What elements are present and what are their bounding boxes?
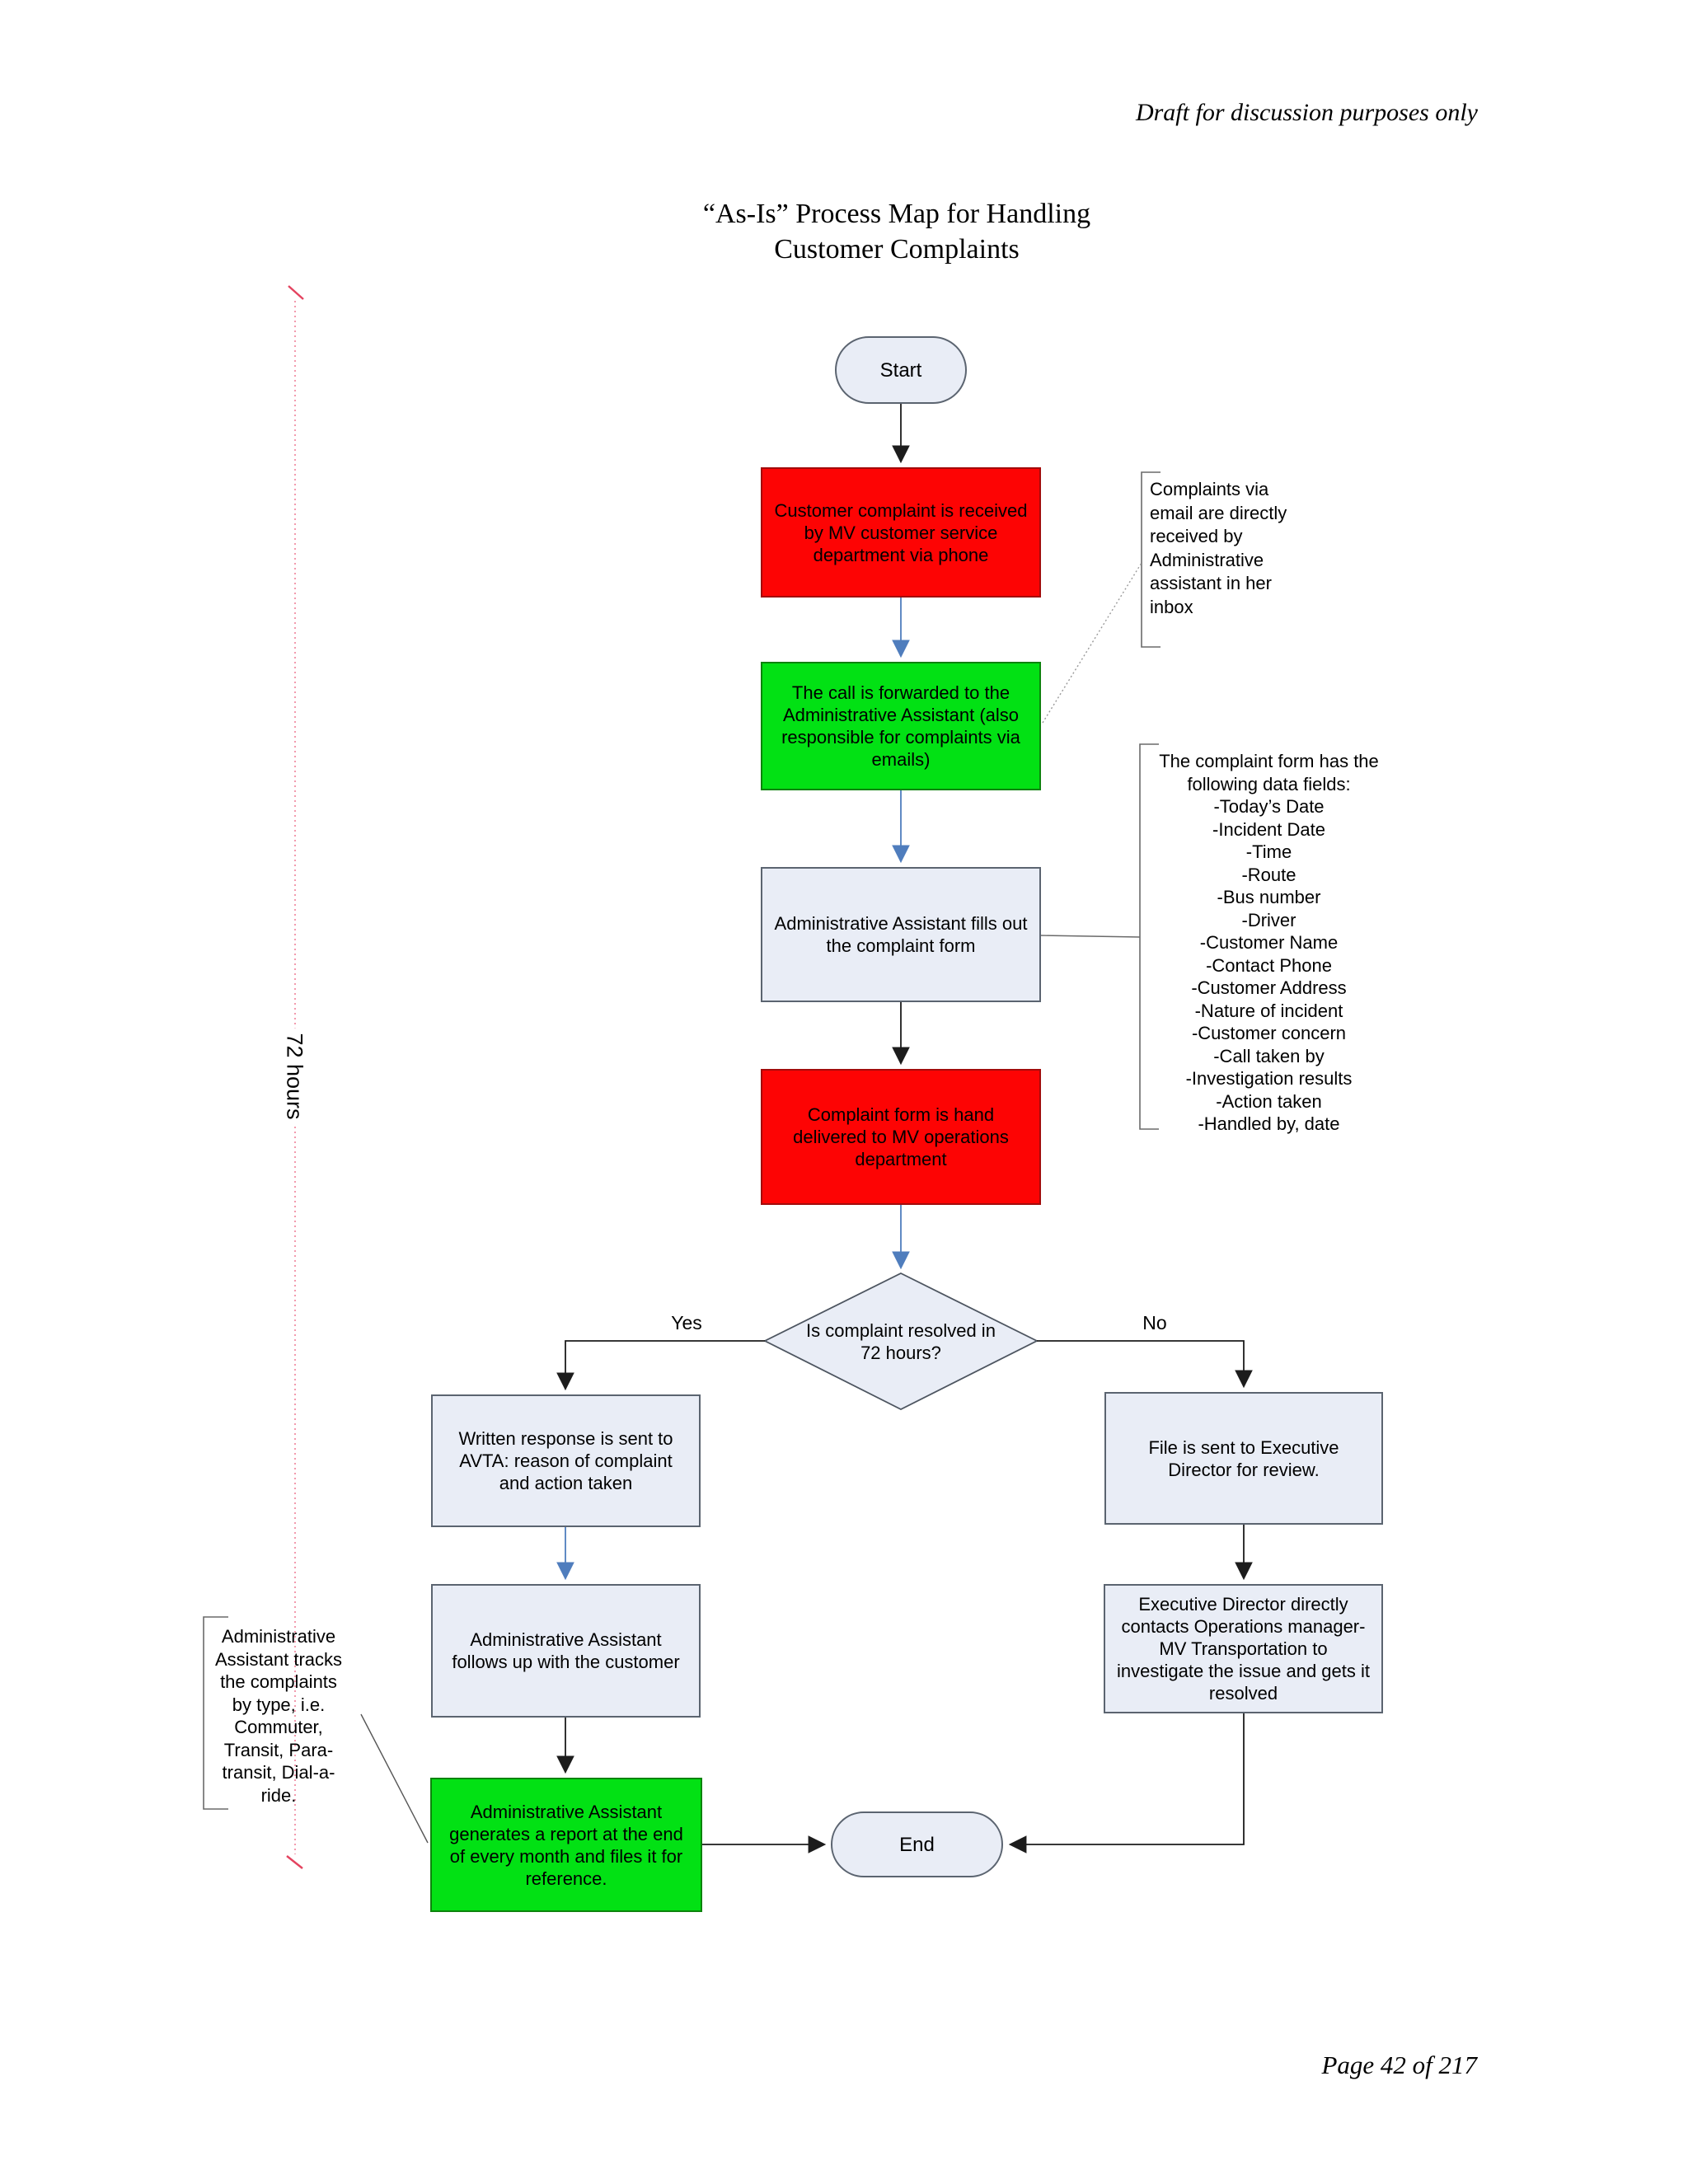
note-email-complaints: Complaints via email are directly receiv… <box>1150 479 1287 617</box>
node-written-response-avta: Written response is sent to AVTA: reason… <box>431 1394 701 1527</box>
note-tracks-complaints: Administrative Assistant tracks the comp… <box>214 1626 343 1806</box>
email-note-leader-dotted <box>1042 562 1142 724</box>
arrow-edcontacts-to-end <box>1008 1713 1245 1854</box>
arrow-decision-yes <box>556 1340 765 1391</box>
branch-label-no: No <box>1142 1312 1167 1333</box>
timer-span-top-tick <box>288 285 304 300</box>
node-followup-customer: Administrative Assistant follows up with… <box>431 1584 701 1718</box>
node-decision-resolved-72h: Is complaint resolved in 72 hours? <box>806 1319 996 1363</box>
node-start: Start <box>835 336 967 404</box>
tracking-note-leader <box>360 1713 429 1844</box>
timer-72-hours-label: 72 hours <box>281 1028 307 1125</box>
arrow-decision-no <box>1037 1340 1253 1389</box>
note-complaint-form-fields: The complaint form has the following dat… <box>1159 751 1379 1134</box>
node-complaint-received: Customer complaint is received by MV cus… <box>761 467 1041 598</box>
draft-watermark: Draft for discussion purposes only <box>1135 99 1478 126</box>
node-fills-complaint-form: Administrative Assistant fills out the c… <box>761 867 1041 1002</box>
page-number: Page 42 of 217 <box>1321 2050 1477 2079</box>
node-ed-contacts-operations: Executive Director directly contacts Ope… <box>1104 1584 1383 1713</box>
page-title: “As-Is” Process Map for Handling Custome… <box>702 199 1091 265</box>
node-form-hand-delivered: Complaint form is hand delivered to MV o… <box>761 1069 1041 1205</box>
node-call-forwarded: The call is forwarded to the Administrat… <box>761 662 1041 790</box>
form-fields-leader <box>1039 935 1141 938</box>
node-end: End <box>831 1811 1003 1877</box>
node-monthly-report: Administrative Assistant generates a rep… <box>430 1778 702 1912</box>
branch-label-yes: Yes <box>671 1312 702 1333</box>
node-file-to-executive-director: File is sent to Executive Director for r… <box>1104 1392 1383 1525</box>
timer-span-bottom-tick <box>286 1855 303 1869</box>
